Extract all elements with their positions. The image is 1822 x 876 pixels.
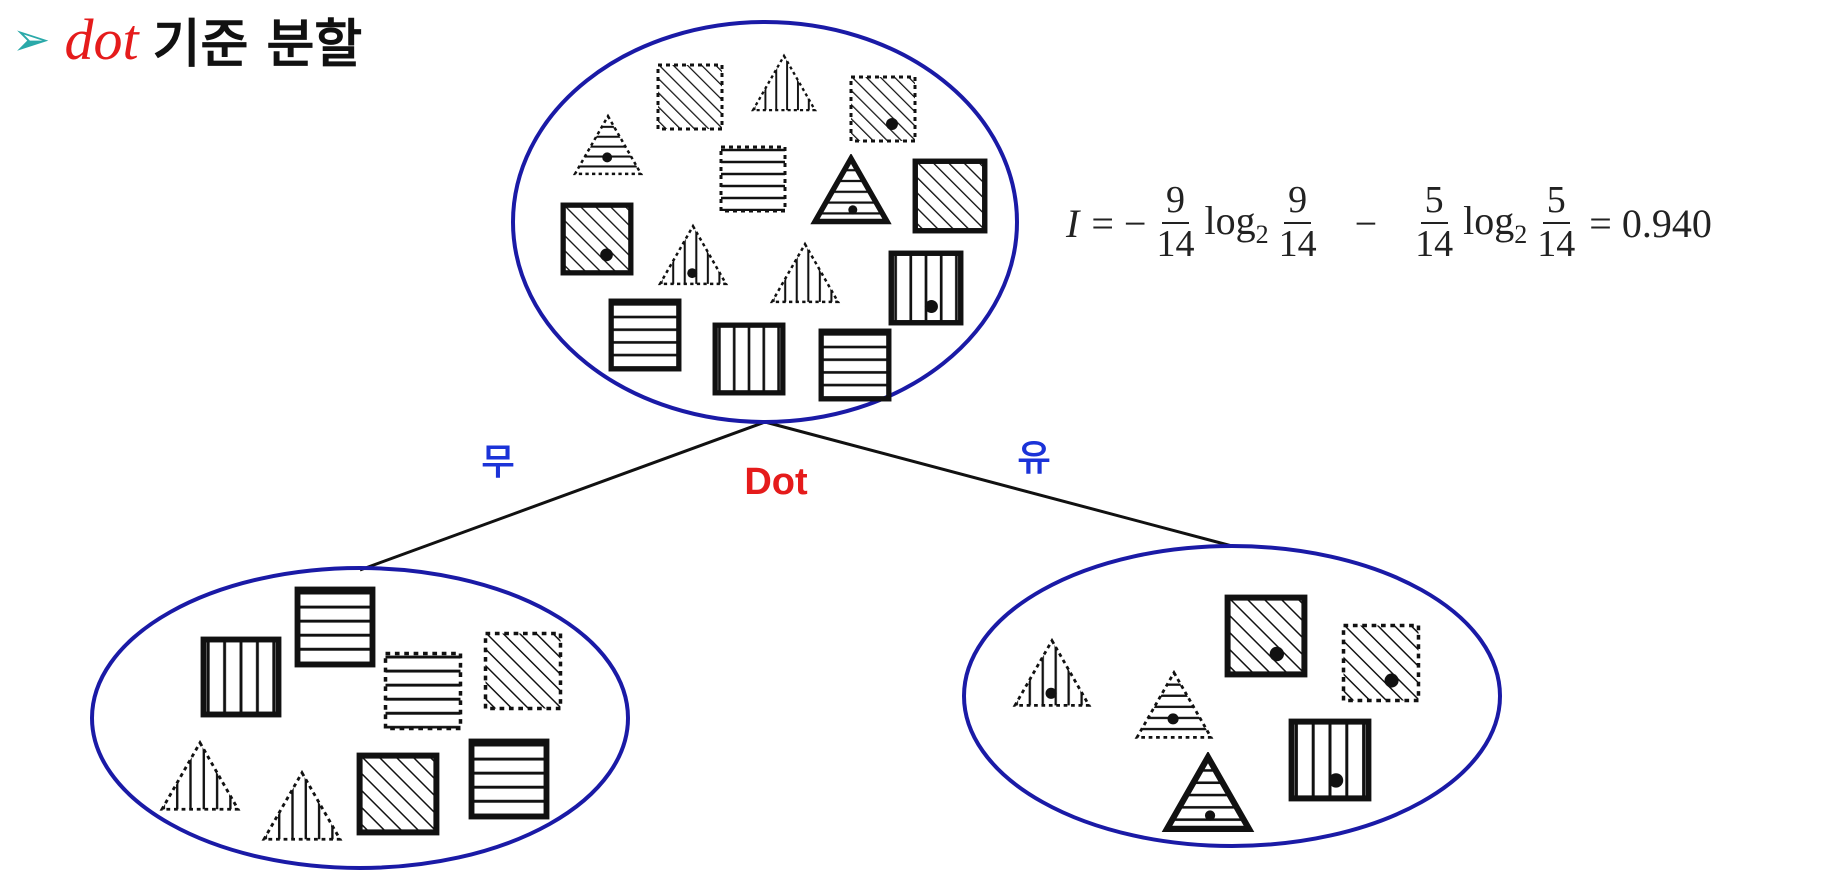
right-child-node xyxy=(962,544,1502,848)
token-triangle-horizontal-dashed-dot xyxy=(573,114,643,176)
token-square-horizontal-dashed xyxy=(383,651,463,731)
fraction-4: 5 14 xyxy=(1537,179,1576,265)
title-keyword: dot xyxy=(64,6,139,72)
fraction-2: 9 14 xyxy=(1278,179,1317,265)
token-square-horizontal-solid xyxy=(472,742,547,817)
branch-line-left xyxy=(359,420,766,572)
formula-equals: = xyxy=(1091,200,1114,246)
split-attribute-label: Dot xyxy=(744,461,808,503)
title-suffix: 기준 분할 xyxy=(152,14,363,75)
token-square-vertical-solid xyxy=(715,325,783,393)
token-triangle-vertical-dashed xyxy=(262,771,342,841)
log-term-1: log2 xyxy=(1204,197,1269,249)
left-branch-label: 무 xyxy=(481,442,514,483)
token-triangle-vertical-dashed xyxy=(751,54,817,112)
token-triangle-vertical-dashed xyxy=(770,242,840,304)
token-square-horizontal-solid xyxy=(298,590,373,665)
formula-minus-2: − xyxy=(1354,200,1378,246)
token-triangle-horizontal-dashed-dot xyxy=(1135,671,1213,739)
slide-title: ➢ dot 기준 분할 xyxy=(12,4,363,75)
token-square-diagonal-dashed-dot xyxy=(1341,623,1421,703)
token-square-vertical-solid-dot xyxy=(891,253,960,322)
arrow-bullet-icon: ➢ xyxy=(12,12,51,66)
log-term-2: log2 xyxy=(1463,197,1528,249)
token-square-diagonal-solid-dot xyxy=(563,205,631,273)
token-triangle-vertical-dashed xyxy=(160,741,240,811)
token-triangle-horizontal-solid-dot xyxy=(1167,757,1249,829)
token-triangle-vertical-dashed-dot xyxy=(1013,639,1091,707)
formula-result: = 0.940 xyxy=(1589,200,1712,246)
token-square-vertical-solid xyxy=(204,640,279,715)
formula-minus: − xyxy=(1123,200,1147,246)
token-square-horizontal-dashed xyxy=(719,145,787,213)
token-square-vertical-solid-dot xyxy=(1292,722,1369,799)
token-square-diagonal-dashed xyxy=(656,63,724,131)
token-square-diagonal-solid xyxy=(360,756,437,833)
fraction-3: 5 14 xyxy=(1415,179,1454,265)
right-branch-label: 유 xyxy=(1017,438,1050,479)
token-square-diagonal-dashed-dot xyxy=(849,75,917,143)
entropy-formula: I = − 9 14 log2 9 14 − 5 14 log2 5 14 = … xyxy=(1066,168,1712,278)
formula-variable: I xyxy=(1066,200,1080,246)
token-square-diagonal-solid-dot xyxy=(1228,598,1305,675)
token-square-horizontal-solid xyxy=(611,301,679,369)
token-square-diagonal-solid xyxy=(915,161,984,230)
token-triangle-vertical-dashed-dot xyxy=(658,224,728,286)
left-child-node xyxy=(90,566,630,870)
branch-line-right xyxy=(764,420,1233,548)
root-node xyxy=(511,20,1019,424)
token-triangle-horizontal-solid-dot xyxy=(815,159,887,222)
token-square-diagonal-dashed xyxy=(483,631,563,711)
fraction-1: 9 14 xyxy=(1156,179,1195,265)
token-square-horizontal-solid xyxy=(821,331,889,399)
